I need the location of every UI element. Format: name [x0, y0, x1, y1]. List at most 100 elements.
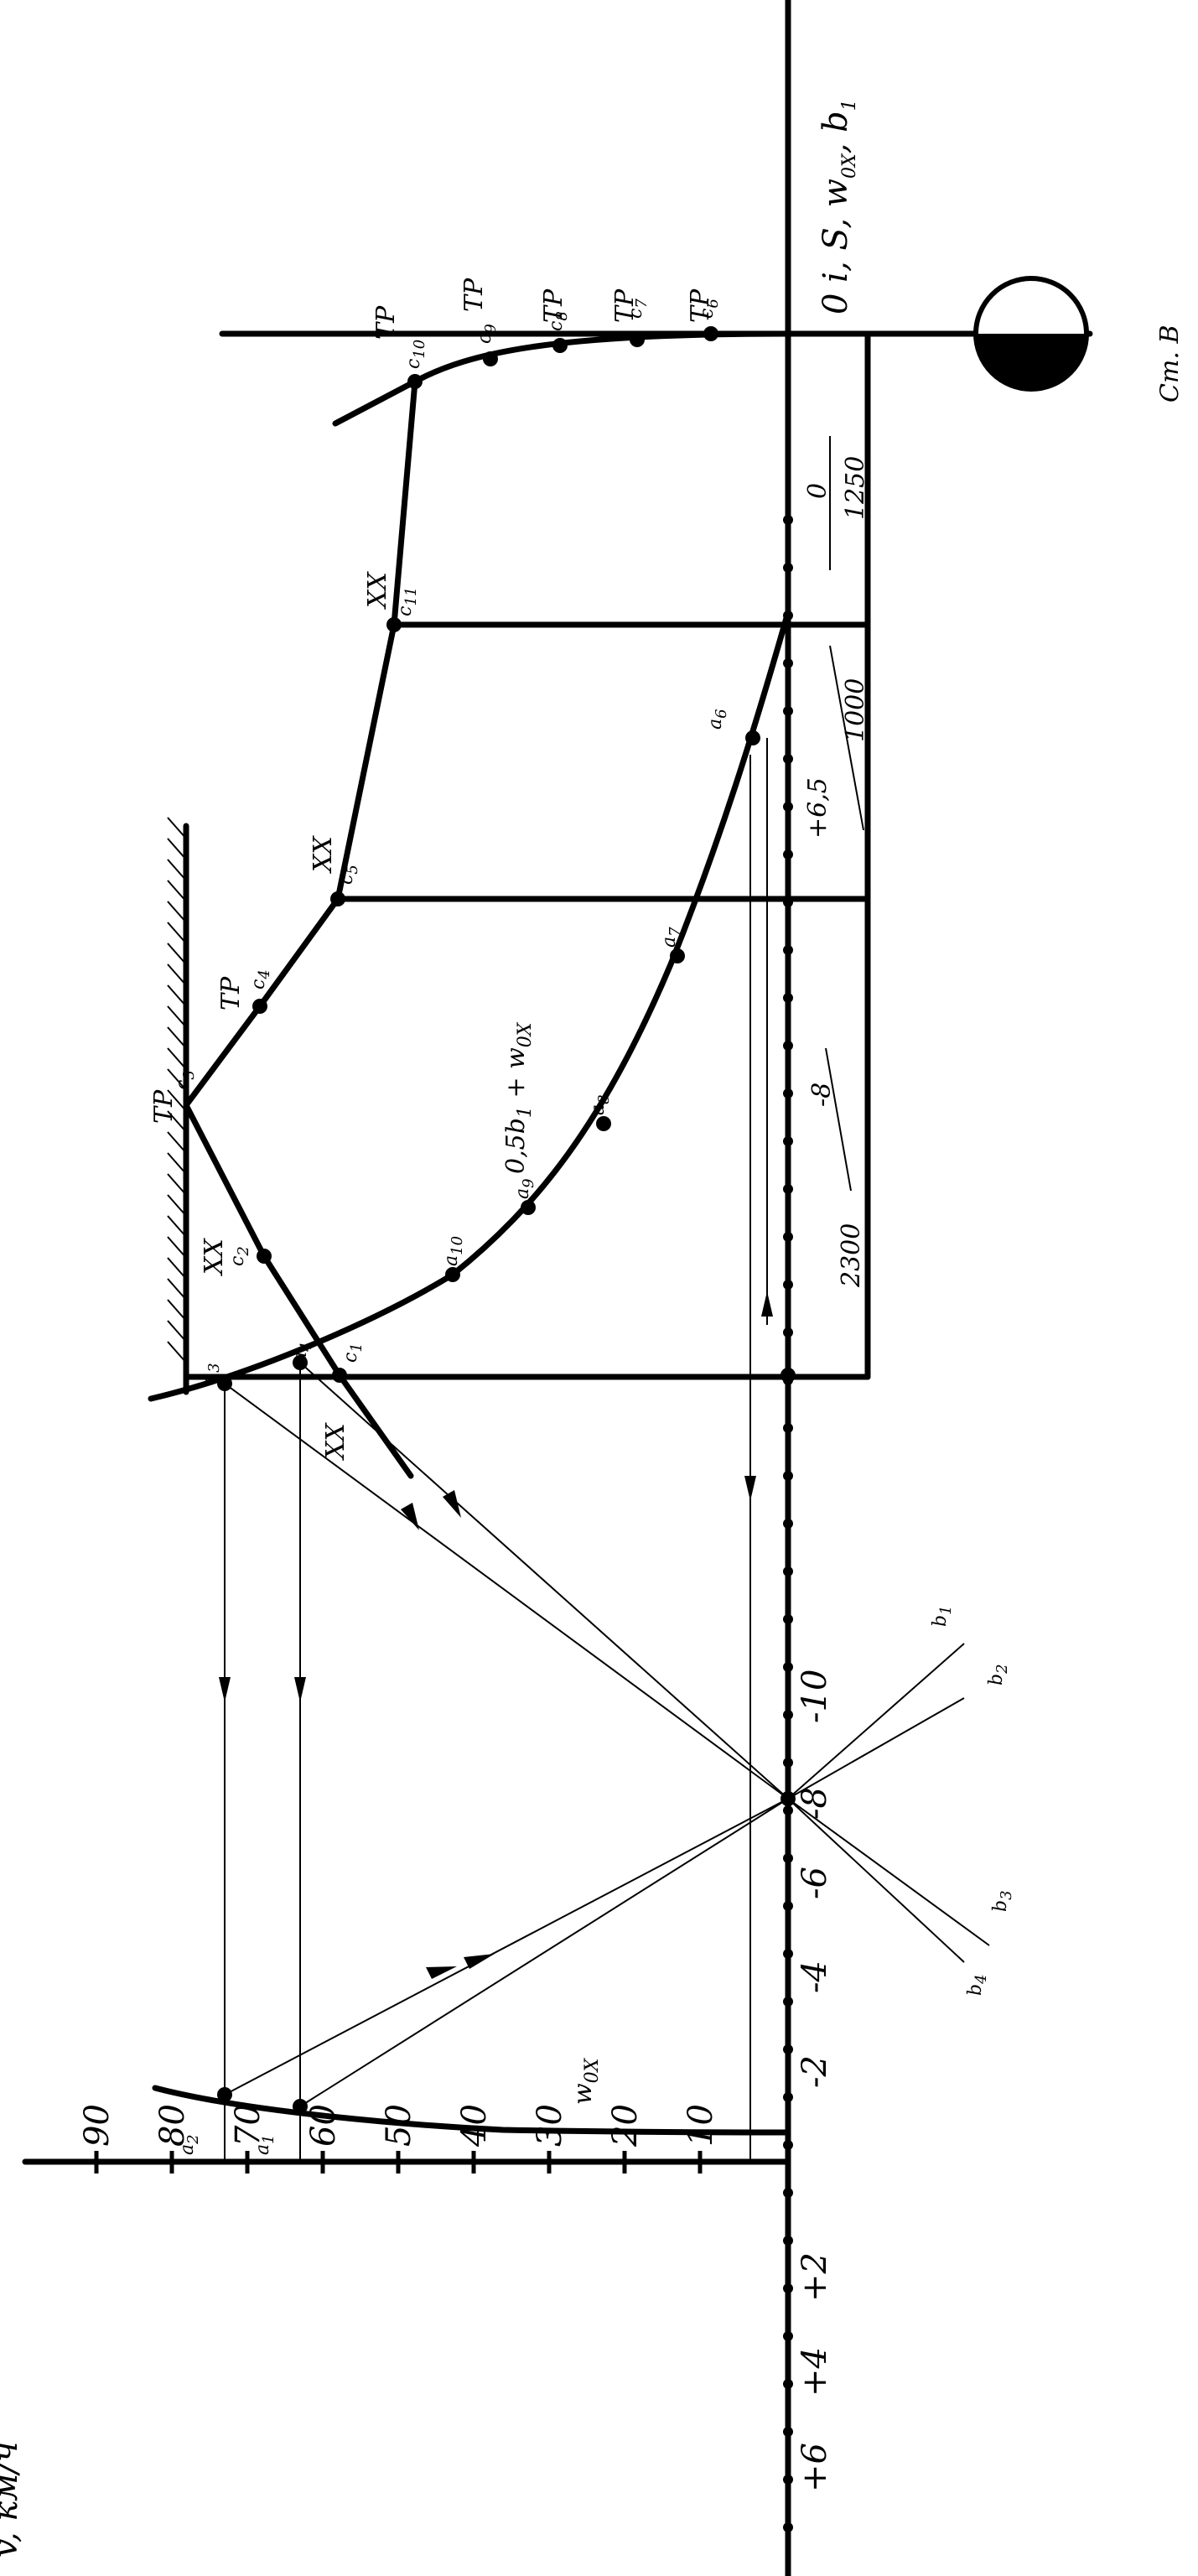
curve-point — [483, 351, 498, 366]
v-axis-label: v, км/ч — [0, 2441, 25, 2558]
point-labels: a1a2a3a4a6a7a8a9a10c1c2c3c4c5c6c7c8c9c10… — [173, 299, 1015, 2155]
i-tick — [783, 2283, 793, 2293]
curve-point — [670, 948, 685, 963]
i-tick — [783, 1566, 793, 1576]
i-tick — [783, 754, 793, 764]
curve-point — [781, 1368, 796, 1383]
point-label: a8 — [588, 1094, 613, 1115]
hatch-line — [167, 1278, 187, 1301]
curve-point — [407, 374, 423, 389]
curve-point — [445, 1267, 460, 1282]
speed-tick-label: 40 — [455, 2104, 494, 2148]
svg-text:0 i, S, w0X, b1: 0 i, S, w0X, b1 — [817, 99, 860, 314]
i-tick — [783, 563, 793, 573]
svg-text:ТР: ТР — [539, 288, 568, 323]
hatch-line — [167, 1089, 187, 1112]
i-tick — [783, 945, 793, 955]
speed-curve-top — [412, 330, 791, 385]
i-tick — [783, 1327, 793, 1337]
i-tick-label: -6 — [796, 1867, 834, 1899]
point-label: b4 — [965, 1974, 990, 1996]
i-tick — [783, 1949, 793, 1959]
hatch-line — [167, 1173, 187, 1196]
profile-seg-minus8 — [825, 1047, 852, 1192]
hatch-line — [167, 1047, 187, 1070]
speed-tick-label: 90 — [78, 2104, 117, 2147]
point-label: b2 — [986, 1664, 1011, 1685]
svg-text:ХХ: ХХ — [200, 1238, 229, 1276]
svg-text:ХХ: ХХ — [321, 1422, 350, 1461]
curve-point — [745, 730, 760, 745]
svg-text:ТР: ТР — [149, 1089, 179, 1124]
point-label: c9 — [475, 324, 500, 344]
curve-point — [781, 1791, 796, 1806]
i-tick — [783, 1758, 793, 1768]
speed-tick-label: 10 — [682, 2104, 720, 2147]
hatch-line — [167, 922, 187, 944]
i-tick — [783, 1471, 793, 1481]
projection-lines — [224, 738, 768, 2162]
i-tick — [783, 2331, 793, 2341]
point-label: c5 — [336, 865, 361, 885]
point-label: b1 — [930, 1605, 955, 1627]
hatch-line — [167, 1068, 187, 1091]
curve-point — [293, 1355, 308, 1370]
svg-text:ТР: ТР — [610, 288, 640, 323]
svg-text:+6,5: +6,5 — [803, 777, 832, 839]
hatch-line — [167, 880, 187, 902]
i-tick — [783, 515, 793, 525]
i-tick — [783, 1710, 793, 1720]
point-label: a9 — [512, 1178, 537, 1199]
svg-text:-8: -8 — [807, 1083, 837, 1107]
sum-curve — [148, 609, 791, 1402]
i-tick — [783, 706, 793, 716]
point-label: a1 — [252, 2134, 277, 2155]
i-tick — [783, 897, 793, 907]
hatch-line — [167, 1152, 187, 1175]
svg-text:w0X: w0X — [568, 2057, 603, 2105]
i-tick — [783, 993, 793, 1003]
arrowheads — [219, 1291, 773, 1979]
svg-text:1250: 1250 — [841, 456, 870, 520]
i-tick — [783, 2092, 793, 2102]
i-tick — [783, 1088, 793, 1098]
i-tick — [783, 1853, 793, 1863]
i-tick — [783, 2522, 793, 2532]
station-symbol — [973, 276, 1089, 392]
i-tick — [783, 2475, 793, 2485]
points — [217, 326, 796, 2114]
profile-labels: 0 1250 +6,5 1000 -8 2300 — [803, 456, 870, 1288]
hatch-line — [167, 1257, 187, 1280]
speed-tick-label: 80 — [153, 2104, 192, 2147]
hatch-line — [167, 1131, 187, 1154]
speed-ticks — [94, 2151, 703, 2174]
i-tick-label: +2 — [796, 2252, 834, 2302]
curve-point — [332, 1368, 347, 1383]
i-tick — [783, 2236, 793, 2246]
i-tick-label: -4 — [796, 1961, 834, 1993]
hatch-line — [167, 1110, 187, 1133]
hatch-line — [167, 859, 187, 881]
limit-hatching — [167, 817, 187, 1363]
curve-point — [552, 338, 568, 353]
hatch-line — [167, 901, 187, 923]
i-tick — [783, 849, 793, 860]
construction-rays — [224, 1362, 990, 2107]
i-tick-label: -10 — [796, 1670, 834, 1723]
speed-tick-label: 20 — [606, 2104, 645, 2148]
hatch-line — [167, 1236, 187, 1259]
point-label: c6 — [697, 299, 722, 319]
i-tick — [783, 1423, 793, 1433]
svg-text:0,5b1 + w0X: 0,5b1 + w0X — [501, 1021, 536, 1174]
hatch-line — [167, 817, 187, 839]
svg-text:1000: 1000 — [841, 678, 870, 742]
i-tick-label: -8 — [796, 1787, 834, 1820]
speed-tick-label: 30 — [531, 2104, 569, 2147]
station-label: Ст. В — [1155, 325, 1185, 402]
i-tick — [783, 1041, 793, 1051]
mode-labels: ТР ТР ТР ТР ТР ТР ТР ХХ ХХ ХХ ХХ — [149, 278, 715, 1461]
svg-text:ХХ: ХХ — [363, 571, 392, 610]
point-label: a6 — [705, 709, 730, 730]
curve-point — [630, 332, 645, 347]
